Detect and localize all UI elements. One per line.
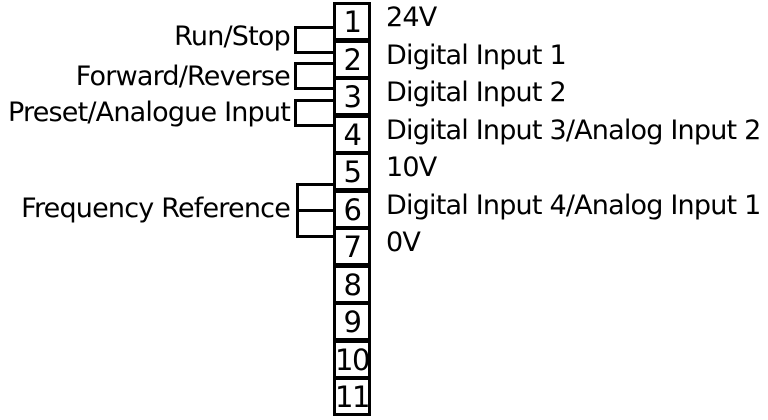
terminal-label-digital-input-3: Digital Input 3/Analog Input 2 [386, 115, 761, 146]
switch-box-forward-reverse [294, 62, 336, 90]
terminal-box-7: 7 [333, 227, 371, 266]
terminal-label-digital-input-2: Digital Input 2 [386, 77, 567, 108]
terminal-box-3: 3 [333, 77, 371, 116]
terminal-box-5: 5 [333, 152, 371, 191]
terminal-box-10: 10 [333, 339, 371, 379]
connection-label-frequency-reference: Frequency Reference [21, 193, 291, 224]
terminal-strip: 1 2 3 4 5 6 7 8 9 10 11 [333, 2, 371, 416]
terminal-box-2: 2 [333, 39, 371, 79]
terminal-number: 7 [343, 230, 362, 264]
terminal-number: 3 [343, 80, 362, 114]
terminal-number: 4 [343, 117, 362, 152]
terminal-box-11: 11 [333, 377, 371, 416]
terminal-box-8: 8 [333, 264, 371, 304]
terminal-box-9: 9 [333, 302, 371, 341]
terminal-label-24v: 24V [386, 2, 437, 33]
switch-box-preset-analogue [294, 99, 336, 127]
terminal-number: 9 [343, 305, 362, 339]
potentiometer-box-frequency-reference [296, 183, 336, 238]
terminal-number: 5 [343, 155, 362, 189]
terminal-box-4: 4 [333, 114, 371, 154]
terminal-label-digital-input-4: Digital Input 4/Analog Input 1 [386, 190, 761, 221]
terminal-number: 1 [343, 5, 362, 39]
terminal-label-10v: 10V [386, 152, 437, 183]
terminal-number: 6 [343, 192, 362, 227]
terminal-number: 11 [335, 380, 370, 414]
connection-label-run-stop: Run/Stop [174, 21, 291, 52]
terminal-number: 2 [343, 42, 362, 77]
connection-label-forward-reverse: Forward/Reverse [75, 61, 291, 92]
terminal-number: 8 [343, 267, 362, 302]
switch-box-run-stop [294, 25, 336, 54]
terminal-label-0v: 0V [386, 227, 421, 258]
potentiometer-wiper-line [299, 209, 333, 212]
terminal-number: 10 [335, 342, 370, 377]
terminal-box-1: 1 [333, 2, 371, 41]
connection-label-preset-analogue: Preset/Analogue Input [8, 97, 291, 128]
terminal-box-6: 6 [333, 189, 371, 229]
terminal-label-digital-input-1: Digital Input 1 [386, 40, 567, 71]
